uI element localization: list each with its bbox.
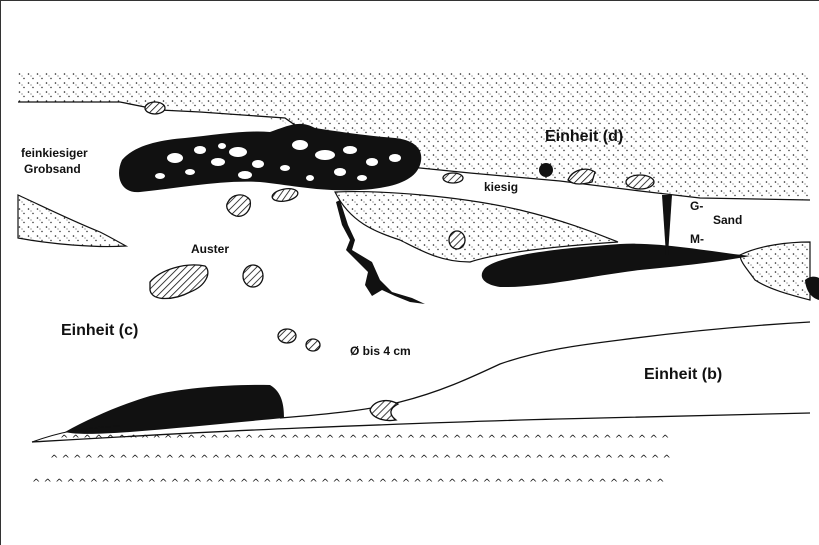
unit-b-upper-boundary — [280, 322, 810, 418]
label-einheit-c: Einheit (c) — [61, 322, 138, 340]
svg-text:^ ^ ^ ^ ^ ^ ^ ^ ^ ^ ^ ^ ^ ^ ^: ^ ^ ^ ^ ^ ^ ^ ^ ^ ^ ^ ^ ^ ^ ^ ^ ^ ^ ^ ^ … — [32, 478, 665, 489]
right-sand-wedge — [740, 242, 810, 300]
label-auster: Auster — [191, 243, 229, 256]
svg-text:^ ^ ^ ^ ^ ^ ^ ^ ^ ^ ^ ^ ^ ^ ^: ^ ^ ^ ^ ^ ^ ^ ^ ^ ^ ^ ^ ^ ^ ^ ^ ^ ^ ^ ^ … — [50, 454, 671, 465]
label-sand: Sand — [713, 214, 742, 227]
black-lens-bottom — [65, 385, 284, 434]
label-kiesig: kiesig — [484, 181, 518, 194]
black-pebble — [539, 163, 553, 177]
label-einheit-d: Einheit (d) — [545, 128, 623, 146]
caret-markers: ^ ^ ^ ^ ^ ^ ^ ^ ^ ^ ^ ^ ^ ^ ^ ^ ^ ^ ^ ^ … — [32, 434, 671, 489]
label-g-sand: G- — [690, 200, 703, 213]
left-sand-lens — [18, 195, 126, 247]
label-einheit-b: Einheit (b) — [644, 366, 722, 384]
svg-text:^ ^ ^ ^ ^ ^ ^ ^ ^ ^ ^ ^ ^ ^ ^: ^ ^ ^ ^ ^ ^ ^ ^ ^ ^ ^ ^ ^ ^ ^ ^ ^ ^ ^ ^ … — [60, 434, 669, 445]
label-m-sand: M- — [690, 233, 704, 246]
label-groesse: Ø bis 4 cm — [350, 345, 411, 358]
label-feinkiesiger: feinkiesiger — [21, 147, 88, 160]
label-grobsand: Grobsand — [24, 163, 81, 176]
